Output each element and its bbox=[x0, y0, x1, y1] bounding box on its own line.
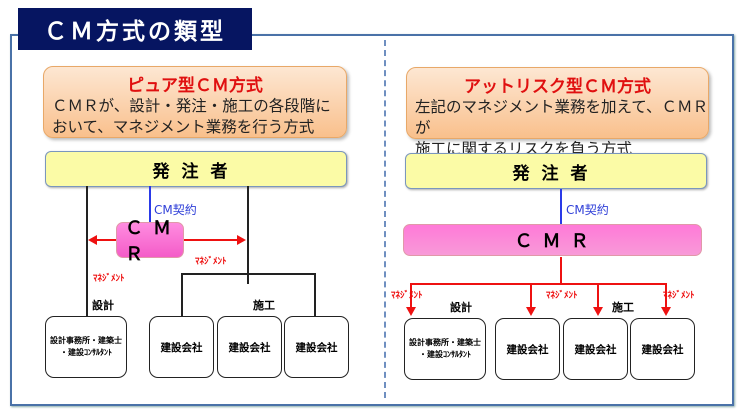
arrow-right-icon bbox=[237, 235, 246, 245]
designer-line2: ・建設ｺﾝｻﾙﾀﾝﾄ bbox=[419, 350, 471, 359]
pure-construction-label: 施工 bbox=[253, 299, 275, 312]
pure-contractor-box-1: 建設会社 bbox=[149, 316, 214, 378]
arrow-down-icon bbox=[406, 307, 416, 316]
pure-cmr-box: ＣＭＲ bbox=[116, 218, 184, 265]
atrisk-contract-label: CM契約 bbox=[566, 203, 609, 217]
atrisk-mgmt-branch bbox=[410, 283, 666, 285]
atrisk-mgmt-label-2: ﾏﾈｼﾞﾒﾝﾄ bbox=[546, 291, 578, 301]
pure-contractor-box-3: 建設会社 bbox=[284, 316, 349, 378]
pure-design-label: 設計 bbox=[92, 299, 114, 312]
atrisk-construction-label: 施工 bbox=[612, 301, 634, 314]
pure-mgmt-label-right: ﾏﾈｼﾞﾒﾝﾄ bbox=[195, 257, 227, 267]
atrisk-contractor-box-2: 建設会社 bbox=[563, 318, 628, 380]
designer-line1: 設計事務所・建築士 bbox=[50, 336, 122, 345]
designer-line1: 設計事務所・建築士 bbox=[409, 338, 481, 347]
arrow-down-icon bbox=[661, 307, 671, 316]
atrisk-mgmt-drop-2 bbox=[530, 283, 532, 309]
atrisk-cm-description: アットリスク型ＣＭ方式 左記のマネジメント業務を加えて、ＣＭＲが 施工に関するリ… bbox=[406, 67, 709, 158]
atrisk-mgmt-label-1: ﾏﾈｼﾞﾒﾝﾄ bbox=[391, 291, 423, 301]
pure-design-line bbox=[86, 186, 88, 316]
atrisk-mgmt-drop-1 bbox=[410, 283, 412, 309]
pure-mgmt-arrow-right-line bbox=[184, 239, 238, 241]
atrisk-contract-line bbox=[560, 189, 562, 225]
pure-cm-desc-line1: ＣＭＲが、設計・発注・施工の各段階に bbox=[52, 97, 331, 115]
atrisk-contractor-box-1: 建設会社 bbox=[495, 318, 560, 380]
pure-mgmt-arrow-left-line bbox=[96, 239, 116, 241]
arrow-left-icon bbox=[88, 235, 97, 245]
atrisk-cm-desc-line1: 左記のマネジメント業務を加えて、ＣＭＲが bbox=[415, 98, 708, 137]
atrisk-mgmt-label-3: ﾏﾈｼﾞﾒﾝﾄ bbox=[663, 291, 695, 301]
atrisk-contractor-box-3: 建設会社 bbox=[630, 318, 695, 380]
atrisk-design-label: 設計 bbox=[450, 301, 472, 314]
page-title: ＣＭ方式の類型 bbox=[18, 8, 252, 50]
pure-construction-line bbox=[247, 186, 249, 284]
pure-contractor-box-2: 建設会社 bbox=[217, 316, 282, 378]
atrisk-mgmt-trunk bbox=[560, 257, 562, 283]
arrow-down-icon bbox=[593, 307, 603, 316]
pure-branch-1 bbox=[181, 273, 183, 316]
pure-cm-desc-line2: おいて、マネジメント業務を行う方式 bbox=[52, 118, 315, 136]
arrow-down-icon bbox=[526, 307, 536, 316]
atrisk-mgmt-drop-3 bbox=[597, 283, 599, 309]
pure-mgmt-label-left: ﾏﾈｼﾞﾒﾝﾄ bbox=[93, 274, 125, 284]
pure-branch-3 bbox=[314, 273, 316, 316]
atrisk-designer-box: 設計事務所・建築士・建設ｺﾝｻﾙﾀﾝﾄ bbox=[404, 318, 486, 380]
atrisk-cmr-box: ＣＭＲ bbox=[403, 224, 702, 256]
atrisk-mgmt-drop-4 bbox=[665, 283, 667, 309]
diagram-frame bbox=[10, 34, 734, 406]
pure-contract-label: CM契約 bbox=[154, 203, 197, 217]
pure-client-box: 発注者 bbox=[45, 151, 347, 187]
panel-divider bbox=[384, 40, 386, 398]
designer-line2: ・建設ｺﾝｻﾙﾀﾝﾄ bbox=[60, 348, 112, 357]
atrisk-client-box: 発注者 bbox=[405, 153, 707, 189]
pure-cm-heading: ピュア型ＣＭ方式 bbox=[127, 76, 263, 96]
pure-cm-description: ピュア型ＣＭ方式 ＣＭＲが、設計・発注・施工の各段階に おいて、マネジメント業務… bbox=[43, 66, 347, 138]
pure-contract-line bbox=[149, 186, 151, 222]
pure-designer-box: 設計事務所・建築士・建設ｺﾝｻﾙﾀﾝﾄ bbox=[45, 316, 127, 378]
pure-construction-branch bbox=[181, 273, 316, 275]
atrisk-cm-heading: アットリスク型ＣＭ方式 bbox=[464, 77, 651, 97]
